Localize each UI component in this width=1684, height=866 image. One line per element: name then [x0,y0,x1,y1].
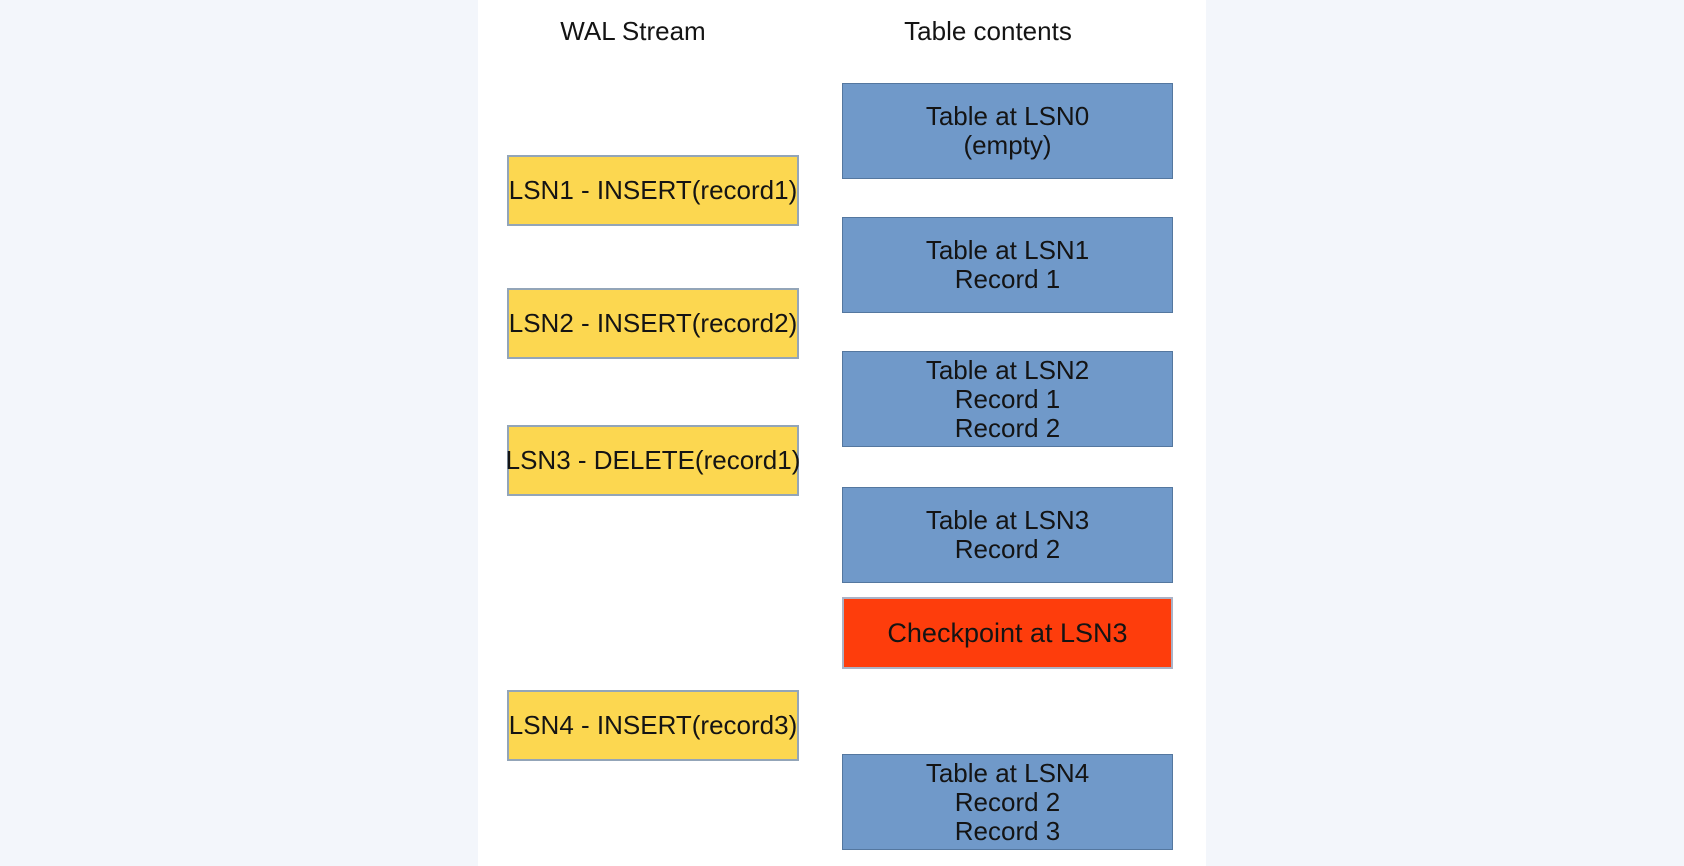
wal-entry-lsn1-box: LSN1 - INSERT(record1) [507,155,799,226]
table-state-line: Record 3 [954,815,1061,846]
wal-entry-label: LSN4 - INSERT(record3) [508,710,798,740]
table-state-line: Record 1 [954,383,1061,414]
wal-entry-label: LSN3 - DELETE(record1) [505,445,801,475]
table-state-line: Table at LSN0 [925,101,1090,131]
wal-entry-lsn4-box: LSN4 - INSERT(record3) [507,690,799,761]
table-state-line: (empty) [963,130,1052,160]
table-state-line: Table at LSN2 [925,354,1090,385]
table-state-line: Record 1 [954,264,1061,294]
table-state-line: Record 2 [954,534,1061,564]
table-state-lsn4-box: Table at LSN4 Record 2 Record 3 [842,754,1173,850]
table-contents-heading: Table contents [904,16,1072,46]
wal-entry-label: LSN1 - INSERT(record1) [508,175,798,205]
table-state-lsn1-box: Table at LSN1 Record 1 [842,217,1173,313]
table-state-line: Table at LSN4 [925,757,1090,788]
table-state-line: Record 2 [954,786,1061,817]
wal-entry-label: LSN2 - INSERT(record2) [508,308,798,338]
wal-entry-lsn2-box: LSN2 - INSERT(record2) [507,288,799,359]
table-state-line: Record 2 [954,412,1061,443]
wal-entry-lsn3-box: LSN3 - DELETE(record1) [505,425,801,496]
table-state-lsn0-box: Table at LSN0 (empty) [842,83,1173,179]
table-state-lsn2-box: Table at LSN2 Record 1 Record 2 [842,351,1173,447]
wal-stream-heading: WAL Stream [560,16,706,46]
checkpoint-box: Checkpoint at LSN3 [842,597,1173,669]
table-state-line: Table at LSN1 [925,235,1090,265]
checkpoint-label: Checkpoint at LSN3 [887,617,1128,648]
table-state-lsn3-box: Table at LSN3 Record 2 [842,487,1173,583]
table-state-line: Table at LSN3 [925,505,1090,535]
